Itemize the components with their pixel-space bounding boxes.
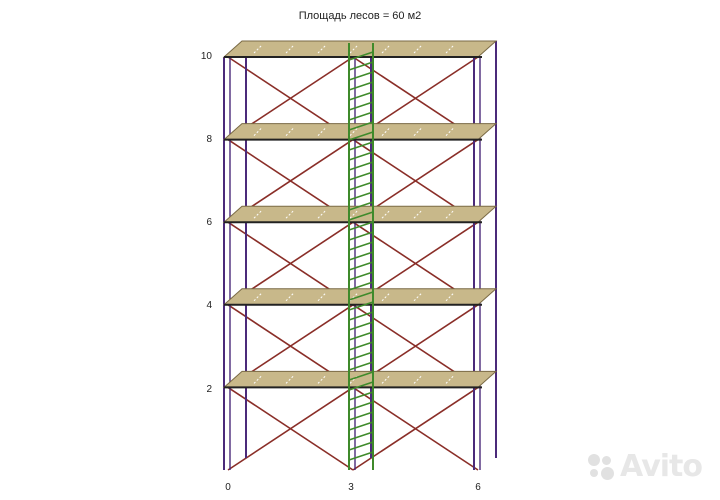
x-tick-label: 6 [475, 482, 481, 493]
ladder-rung [348, 431, 374, 441]
x-tick-label: 3 [348, 482, 354, 493]
deck-plank-mark [285, 375, 295, 384]
ladder-rung [348, 301, 374, 311]
deck-plank-mark [381, 209, 391, 219]
ladder-rung [348, 141, 374, 151]
y-tick-label: 10 [200, 51, 212, 62]
deck-plank-mark [381, 292, 391, 302]
deck-plank-mark [445, 375, 455, 384]
deck-plank-mark [445, 44, 455, 54]
deck-plank-mark [317, 209, 327, 219]
deck-plank-mark [349, 127, 359, 136]
deck-plank-mark [253, 292, 263, 302]
ladder-rung [348, 71, 374, 81]
deck-platform [222, 40, 498, 58]
ladder-rung [348, 311, 374, 321]
ladder-rung [348, 421, 374, 431]
y-tick-label: 2 [206, 384, 212, 395]
ladder-rung [348, 251, 374, 261]
ladder-rung [348, 261, 374, 271]
ladder-rung [348, 221, 374, 231]
deck-plank-mark [317, 44, 327, 54]
ladder-rung [348, 371, 374, 381]
ladder-rung [348, 51, 374, 61]
ladder-rung [348, 121, 374, 131]
ladder-rung [348, 401, 374, 411]
ladder-rung [348, 211, 374, 221]
deck-plank-mark [445, 209, 455, 219]
ladder-rung [348, 411, 374, 421]
deck-plank-mark [445, 292, 455, 302]
y-tick-label: 8 [206, 134, 212, 145]
deck-plank-mark [253, 44, 263, 54]
avito-watermark: Avito [586, 449, 703, 484]
ladder-rung [348, 321, 374, 331]
deck-plank-mark [445, 127, 455, 136]
ladder-rung [348, 171, 374, 181]
deck-plank-mark [413, 44, 423, 54]
ladder-rung [348, 191, 374, 201]
diagram-title: Площадь лесов = 60 м2 [298, 10, 422, 22]
ladder-rung [348, 271, 374, 281]
ladder-rung [348, 201, 374, 211]
deck-plank-mark [413, 127, 423, 136]
deck-plank-mark [413, 292, 423, 302]
ladder-rung [348, 361, 374, 371]
deck-plank-mark [317, 292, 327, 302]
deck-platform [222, 205, 498, 223]
ladder-rung [348, 351, 374, 361]
x-tick-label: 0 [225, 482, 231, 493]
y-tick-label: 6 [206, 217, 212, 228]
ladder-rung [348, 101, 374, 111]
ladder-rung [348, 331, 374, 341]
ladder-rung [348, 451, 374, 461]
deck-plank-mark [253, 209, 263, 219]
deck-plank-mark [349, 209, 359, 219]
avito-logo-text: Avito [620, 449, 703, 484]
deck-platform [222, 370, 498, 388]
ladder-rung [348, 281, 374, 291]
deck-plank-mark [317, 375, 327, 384]
ladder-rung [348, 91, 374, 101]
ladder-rung [348, 161, 374, 171]
ladder-rung [348, 111, 374, 121]
deck-plank-mark [285, 44, 295, 54]
deck-plank-mark [413, 209, 423, 219]
avito-logo-icon [586, 452, 616, 482]
ladder-rung [348, 391, 374, 401]
cross-brace [227, 386, 354, 471]
deck-plank-mark [253, 375, 263, 384]
deck-plank-mark [349, 44, 359, 54]
deck-plank-mark [285, 127, 295, 136]
ladder-rung [348, 131, 374, 141]
ladder-rung [348, 241, 374, 251]
ladder-rung [348, 291, 374, 301]
ladder-rung [348, 81, 374, 91]
ladder-rung [348, 231, 374, 241]
ladder-rung [348, 61, 374, 71]
deck-plank-mark [413, 375, 423, 384]
deck-plank-mark [253, 127, 263, 136]
ladder-rung [348, 181, 374, 191]
deck-plank-mark [317, 127, 327, 136]
ladder-rung [348, 341, 374, 351]
deck-plank-mark [285, 292, 295, 302]
ladder-rung [348, 441, 374, 451]
y-tick-label: 4 [206, 300, 212, 311]
deck-plank-mark [285, 209, 295, 219]
ladder-rung [348, 151, 374, 161]
ladder-rung [348, 381, 374, 391]
deck-plank-mark [381, 375, 391, 384]
deck-plank-mark [381, 127, 391, 136]
deck-plank-mark [381, 44, 391, 54]
